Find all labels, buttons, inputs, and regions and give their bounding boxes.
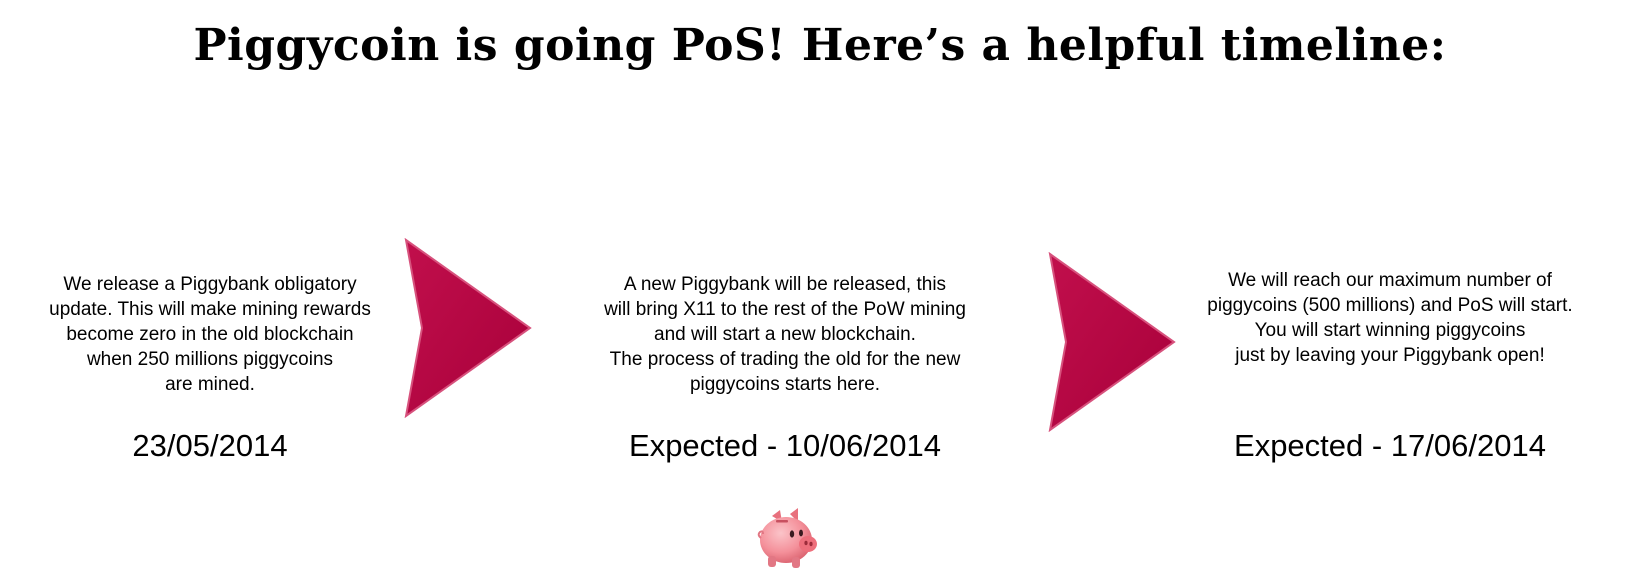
step-3-date: Expected - 17/06/2014 xyxy=(1234,428,1546,463)
step-1-description: We release a Piggybank obligatory update… xyxy=(49,274,371,395)
arrow-right-icon xyxy=(404,238,532,418)
step-3-description: We will reach our maximum number of pigg… xyxy=(1207,270,1573,366)
piggy-bank-icon xyxy=(757,508,817,568)
step-2-date: Expected - 10/06/2014 xyxy=(629,428,941,463)
step-2-description: A new Piggybank will be released, this w… xyxy=(604,274,966,395)
arrow-right-icon xyxy=(1048,252,1176,432)
page-title: Piggycoin is going PoS! Here’s a helpful… xyxy=(193,20,1447,71)
step-1-date: 23/05/2014 xyxy=(132,428,288,463)
